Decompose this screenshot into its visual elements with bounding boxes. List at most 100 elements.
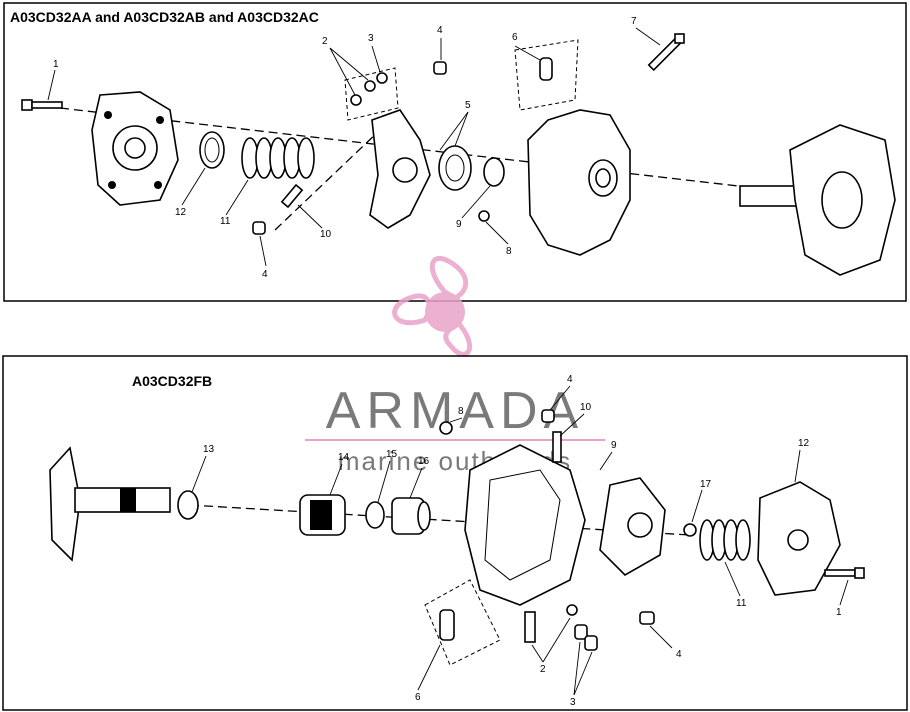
leader-line	[549, 385, 571, 411]
leader-line	[461, 185, 491, 219]
callout-4: 4	[676, 649, 682, 660]
bolt-part-1	[21, 99, 63, 111]
callout-5: 5	[465, 100, 471, 111]
movable-sheave	[464, 444, 586, 606]
bolt-part-2	[524, 611, 536, 643]
callout-4: 4	[567, 374, 573, 385]
leader-line	[439, 111, 469, 151]
callout-3: 3	[368, 33, 374, 44]
callout-10: 10	[580, 402, 592, 413]
callout-12: 12	[175, 207, 187, 218]
callout-2: 2	[322, 36, 328, 47]
callout-17: 17	[700, 479, 712, 490]
bolt-part-7	[647, 33, 685, 72]
pin-part-10	[280, 183, 304, 209]
leader-line	[329, 47, 369, 81]
callout-11: 11	[220, 216, 231, 227]
callout-12: 12	[798, 438, 810, 449]
armada-logo	[392, 255, 473, 357]
nut-part-3	[584, 635, 598, 651]
leader-line	[542, 617, 571, 663]
callout-4: 4	[437, 25, 443, 36]
nut-group-parts-2-3	[344, 67, 399, 121]
guide-box-part-6	[424, 579, 501, 666]
spider-arm	[599, 477, 666, 576]
leader-line	[573, 641, 581, 696]
ring-part-13	[177, 490, 199, 520]
callout-1: 1	[836, 607, 842, 618]
bottom-panel-title: A03CD32FB	[132, 373, 212, 389]
leader-line	[417, 644, 441, 691]
callout-7: 7	[631, 16, 637, 27]
leader-line	[47, 69, 56, 101]
callout-8: 8	[458, 406, 464, 417]
leader-line	[329, 463, 343, 496]
fixed-sheave-shaft	[739, 124, 896, 276]
spring-part-11	[241, 137, 315, 179]
bushing-part-12	[199, 131, 225, 169]
leader-line	[449, 417, 463, 423]
callout-8: 8	[506, 246, 512, 257]
callout-13: 13	[203, 444, 215, 455]
bearing-part-14	[299, 494, 346, 536]
leader-line	[649, 625, 673, 649]
leader-line	[377, 460, 391, 503]
leader-line	[225, 179, 249, 216]
spider-arm	[369, 109, 431, 229]
top-panel: A03CD32AA and A03CD32AB and A03CD32AC	[3, 2, 907, 302]
callout-11: 11	[736, 598, 747, 609]
cover-part-12	[757, 481, 841, 596]
callout-14: 14	[338, 452, 350, 463]
nut-part-8	[478, 210, 490, 222]
spring-part-11	[699, 519, 751, 561]
slider-part-6	[539, 57, 553, 81]
leader-line	[297, 204, 323, 229]
bottom-panel-frame	[2, 355, 908, 711]
leader-line	[839, 579, 849, 606]
leader-line	[191, 455, 207, 493]
leader-line	[485, 221, 509, 245]
leader-line	[371, 45, 381, 73]
callout-4: 4	[262, 269, 268, 280]
leader-line	[329, 47, 356, 96]
leader-line	[454, 111, 469, 147]
guide-box-part-6	[514, 39, 579, 111]
roller-part-4-upper	[433, 61, 447, 75]
leader-line	[599, 451, 613, 471]
leader-line	[559, 413, 585, 437]
roller-part-4-upper	[541, 409, 555, 423]
leader-line	[531, 644, 544, 663]
oring-part-15	[365, 501, 385, 529]
leader-line	[691, 489, 703, 523]
bolt-part-1	[824, 567, 865, 579]
washer-part-9	[483, 157, 505, 187]
leader-line	[514, 45, 541, 61]
propeller-hub-icon	[425, 292, 465, 332]
leader-line	[259, 235, 267, 267]
callout-9: 9	[456, 219, 462, 230]
callout-2: 2	[540, 664, 546, 675]
callout-6: 6	[415, 692, 421, 703]
movable-sheave	[527, 109, 631, 256]
nut-part-17	[683, 523, 697, 537]
leader-line	[409, 467, 423, 499]
top-pin-axis	[274, 129, 381, 231]
top-assembly-axis	[59, 107, 861, 201]
top-panel-title: A03CD32AA and A03CD32AB and A03CD32AC	[10, 9, 319, 25]
leader-line	[724, 561, 741, 597]
callout-1: 1	[53, 59, 59, 70]
bottom-panel: A03CD32FB	[2, 355, 908, 711]
propeller-blade-icon	[443, 321, 473, 357]
leader-line	[181, 167, 206, 206]
bushing-part-16	[391, 497, 431, 535]
bushing-part-5	[438, 145, 472, 191]
callout-9: 9	[611, 440, 617, 451]
leader-line	[794, 449, 801, 483]
cover-housing	[91, 91, 179, 206]
callout-6: 6	[512, 32, 518, 43]
slider-part-6	[439, 609, 455, 641]
leader-line	[635, 27, 661, 46]
roller-part-4-lower	[639, 611, 655, 625]
roller-part-4-lower	[252, 221, 266, 235]
